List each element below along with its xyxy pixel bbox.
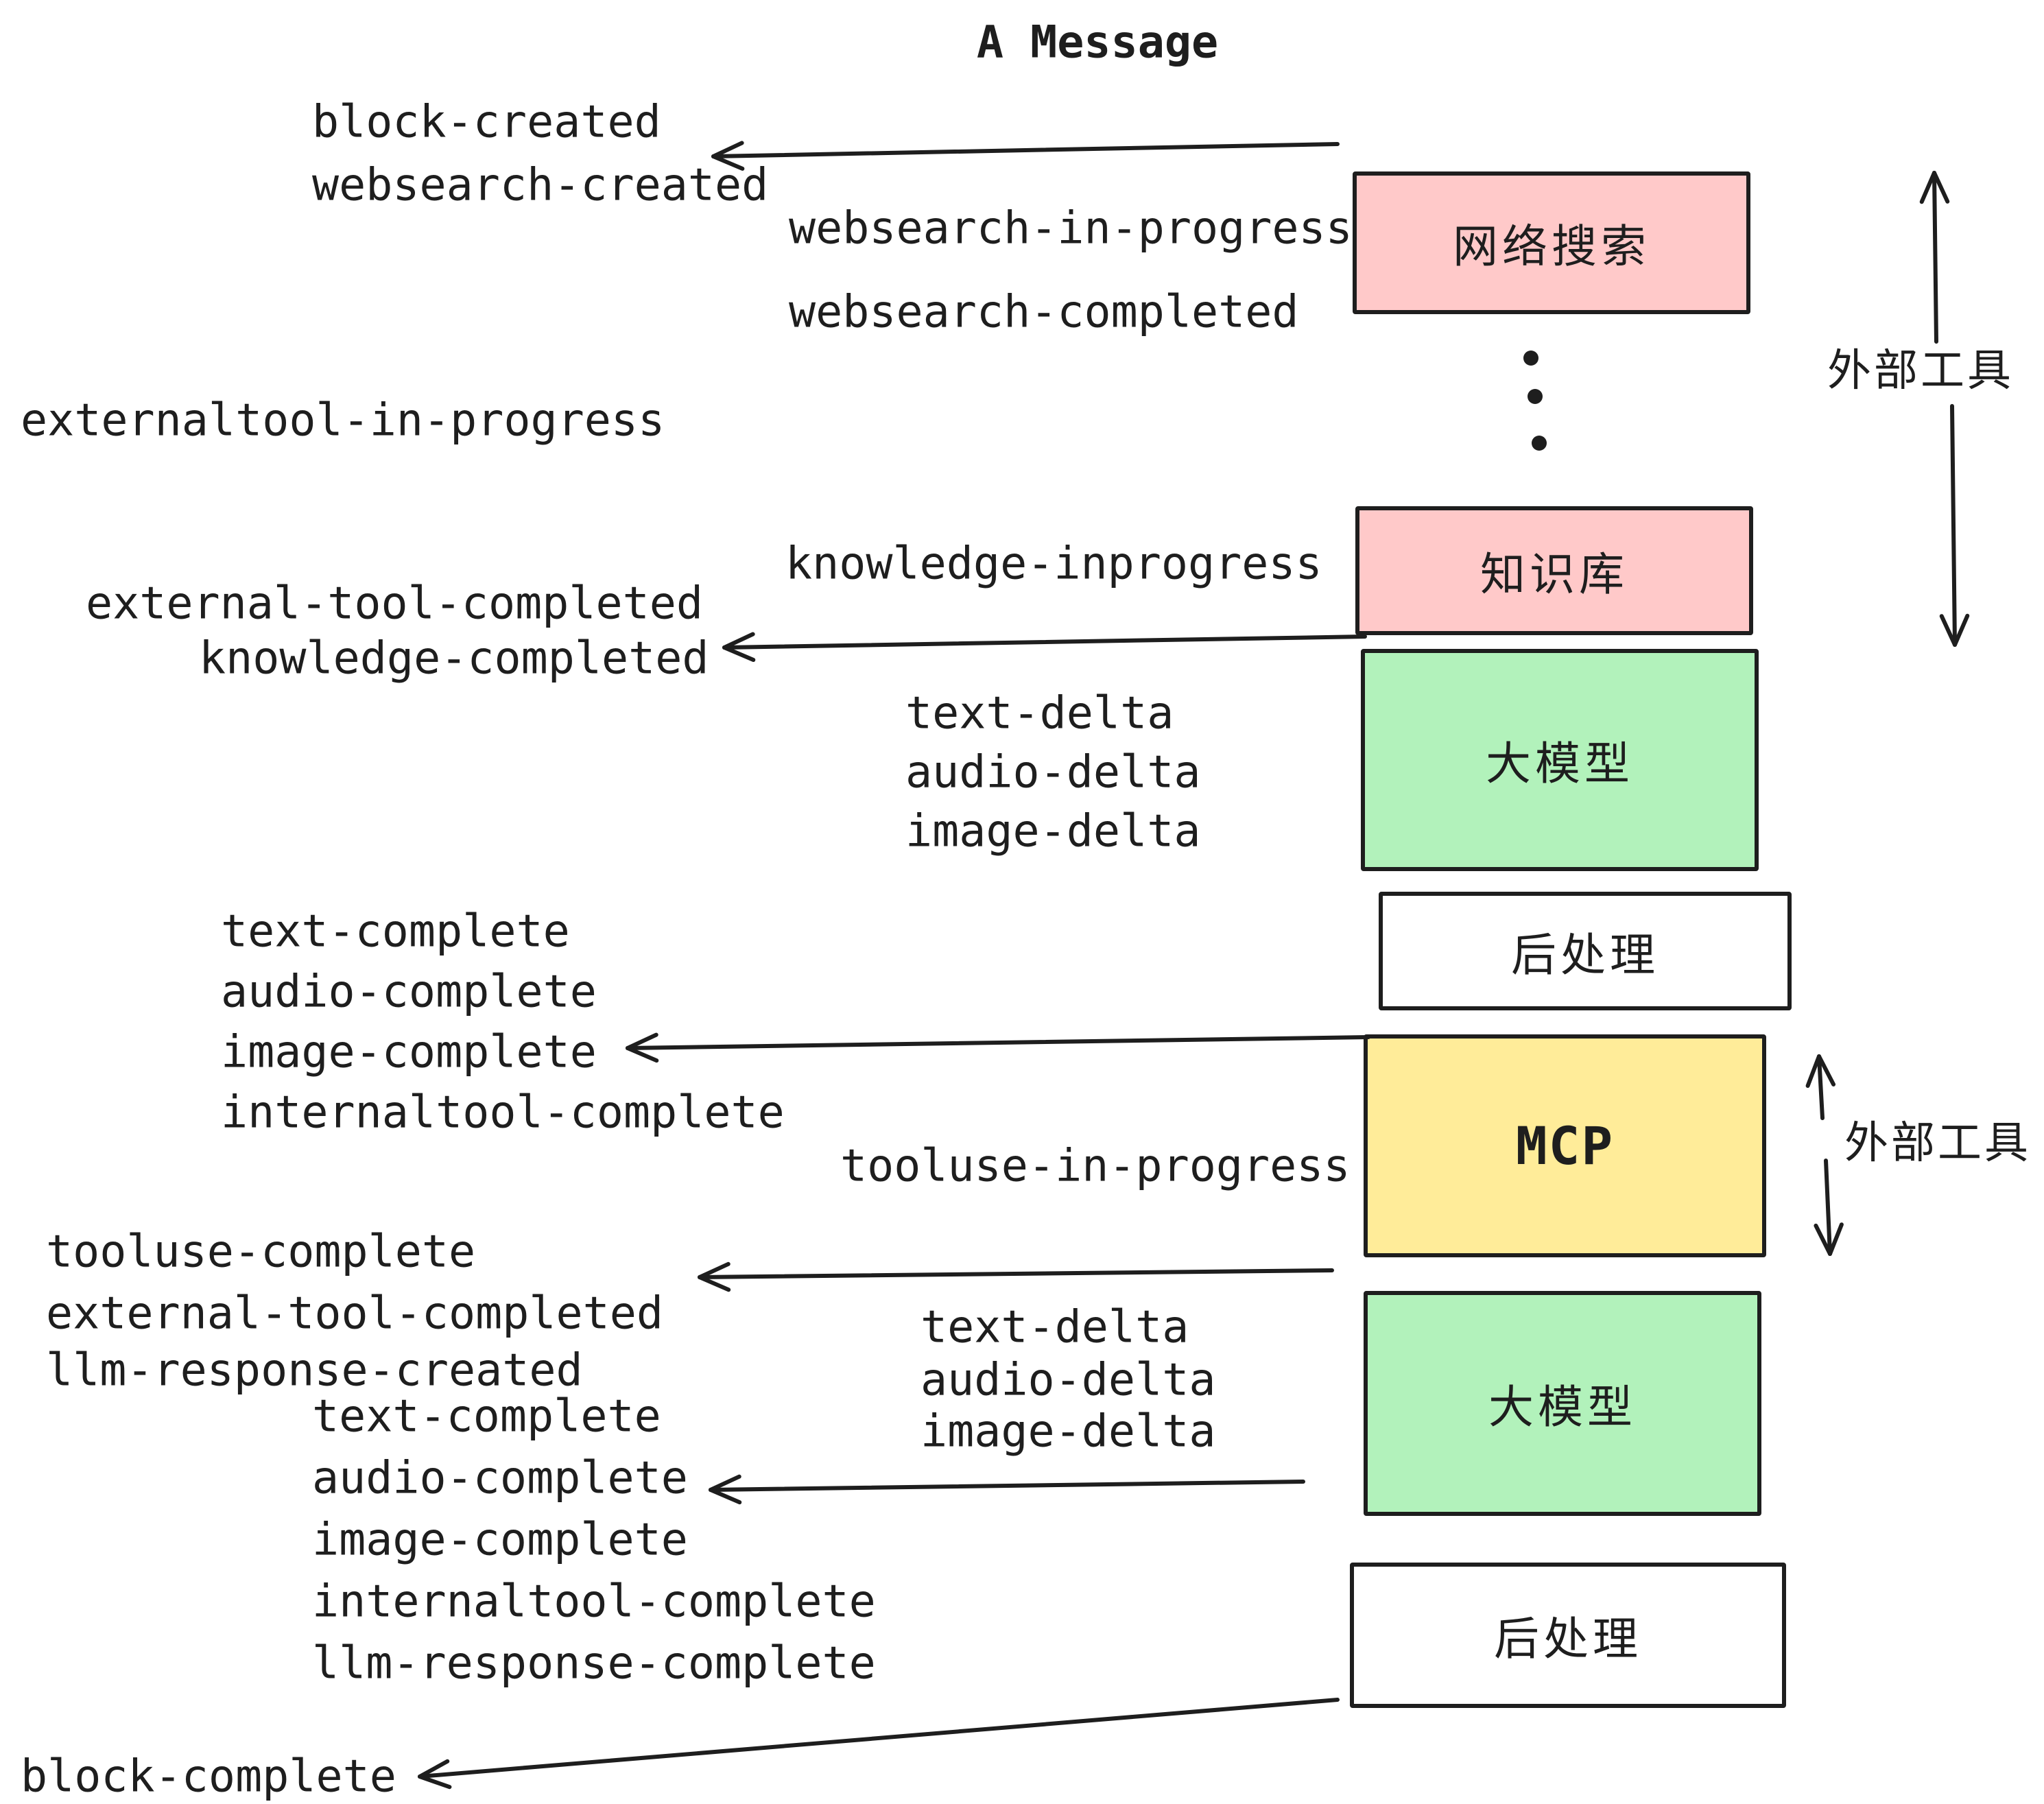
- event-label-knowledge-completed: knowledge-completed: [199, 632, 709, 685]
- box-websearch: 网络搜索: [1353, 171, 1750, 314]
- event-label-audio-delta-1: audio-delta: [905, 746, 1201, 798]
- event-label-internaltool-complete-1: internaltool-complete: [221, 1087, 785, 1139]
- arrowhead-external-tools-mcp-down: [1814, 1223, 1832, 1256]
- box-mcp: MCP: [1364, 1034, 1766, 1257]
- arrow-to-image-complete: [626, 1035, 1370, 1050]
- event-label-llm-response-complete: llm-response-complete: [312, 1637, 876, 1689]
- arrowhead-to-websearch-created: [711, 141, 744, 158]
- box-postprocess-2-label: 后处理: [1494, 1613, 1642, 1664]
- arrowhead-external-tools-mcp-down: [1828, 1222, 1844, 1256]
- box-llm-1: 大模型: [1361, 649, 1759, 871]
- event-label-block-created: block-created: [312, 96, 661, 148]
- event-label-audio-complete-2: audio-complete: [312, 1452, 688, 1504]
- side-label-external-tools-top: 外部工具: [1827, 346, 2014, 395]
- ellipsis-dot-2: [1528, 389, 1543, 404]
- event-label-image-delta-1: image-delta: [905, 805, 1201, 857]
- page-title: A Message: [976, 16, 1219, 69]
- arrowhead-external-tools-top-up: [1919, 171, 1936, 204]
- event-label-websearch-created: websearch-created: [312, 159, 769, 211]
- box-mcp-label: MCP: [1515, 1115, 1615, 1176]
- event-label-externaltool-in-progress: externaltool-in-progress: [21, 394, 665, 447]
- arrowhead-to-external-tool-completed: [698, 1261, 730, 1279]
- arrow-to-knowledge-completed: [722, 634, 1367, 650]
- event-label-image-complete-1: image-complete: [221, 1026, 597, 1078]
- event-label-text-complete-1: text-complete: [221, 905, 570, 958]
- arrowhead-external-tools-top-down: [1953, 613, 1970, 647]
- arrowhead-to-external-tool-completed: [698, 1275, 731, 1292]
- event-label-image-delta-2: image-delta: [920, 1405, 1216, 1458]
- arrowhead-to-knowledge-completed: [722, 645, 756, 663]
- event-label-text-delta-2: text-delta: [920, 1301, 1189, 1353]
- arrowhead-to-audio-complete: [709, 1474, 741, 1492]
- arrow-to-block-complete: [418, 1698, 1340, 1779]
- box-llm-2: 大模型: [1364, 1291, 1761, 1516]
- box-postprocess-2: 后处理: [1350, 1563, 1786, 1708]
- arrowhead-to-knowledge-completed: [722, 632, 755, 650]
- arrowhead-to-image-complete: [626, 1046, 659, 1063]
- arrowhead-external-tools-mcp-up: [1805, 1054, 1821, 1088]
- event-label-llm-response-created: llm-response-created: [46, 1344, 583, 1397]
- arrow-external-tools-top-down: [1950, 404, 1957, 647]
- event-label-audio-delta-2: audio-delta: [920, 1354, 1216, 1406]
- event-label-websearch-in-progress: websearch-in-progress: [789, 202, 1353, 254]
- arrow-to-external-tool-completed: [698, 1268, 1334, 1279]
- arrowhead-to-block-complete: [418, 1775, 452, 1790]
- arrowhead-external-tools-mcp-up: [1817, 1054, 1836, 1087]
- box-websearch-label: 网络搜索: [1453, 221, 1650, 272]
- box-knowledge: 知识库: [1355, 506, 1753, 635]
- event-label-audio-complete-1: audio-complete: [221, 966, 597, 1018]
- arrowhead-to-image-complete: [626, 1032, 658, 1050]
- event-label-text-complete-2: text-complete: [312, 1390, 661, 1443]
- box-knowledge-label: 知识库: [1480, 549, 1628, 600]
- event-label-external-tool-completed-2: external-tool-completed: [46, 1287, 664, 1340]
- box-llm-2-label: 大模型: [1488, 1381, 1637, 1432]
- event-label-text-delta-1: text-delta: [905, 687, 1174, 739]
- arrowhead-external-tools-top-down: [1939, 614, 1957, 647]
- event-label-knowledge-inprogress: knowledge-inprogress: [785, 538, 1322, 590]
- event-label-block-complete: block-complete: [21, 1750, 396, 1803]
- arrow-external-tools-mcp-up: [1817, 1054, 1825, 1120]
- ellipsis-dot-1: [1523, 351, 1538, 366]
- event-label-external-tool-completed-1: external-tool-completed: [86, 578, 704, 630]
- event-label-websearch-completed: websearch-completed: [789, 286, 1299, 338]
- arrow-to-audio-complete: [709, 1480, 1305, 1492]
- event-label-internaltool-complete-2: internaltool-complete: [312, 1576, 876, 1628]
- arrowhead-to-audio-complete: [709, 1488, 742, 1505]
- arrow-external-tools-top-up: [1932, 171, 1938, 344]
- side-label-external-tools-mcp: 外部工具: [1844, 1118, 2031, 1167]
- arrowhead-to-block-complete: [418, 1759, 450, 1779]
- arrow-external-tools-mcp-down: [1824, 1159, 1832, 1256]
- box-postprocess-1: 后处理: [1379, 892, 1792, 1010]
- arrow-to-websearch-created: [711, 142, 1340, 158]
- event-label-image-complete-2: image-complete: [312, 1514, 688, 1566]
- box-llm-1-label: 大模型: [1486, 738, 1634, 789]
- ellipsis-dot-3: [1532, 436, 1547, 451]
- arrowhead-external-tools-top-up: [1932, 171, 1950, 204]
- event-label-tooluse-complete: tooluse-complete: [46, 1226, 476, 1278]
- box-postprocess-1-label: 后处理: [1511, 929, 1659, 980]
- event-label-tooluse-in-progress: tooluse-in-progress: [840, 1140, 1351, 1192]
